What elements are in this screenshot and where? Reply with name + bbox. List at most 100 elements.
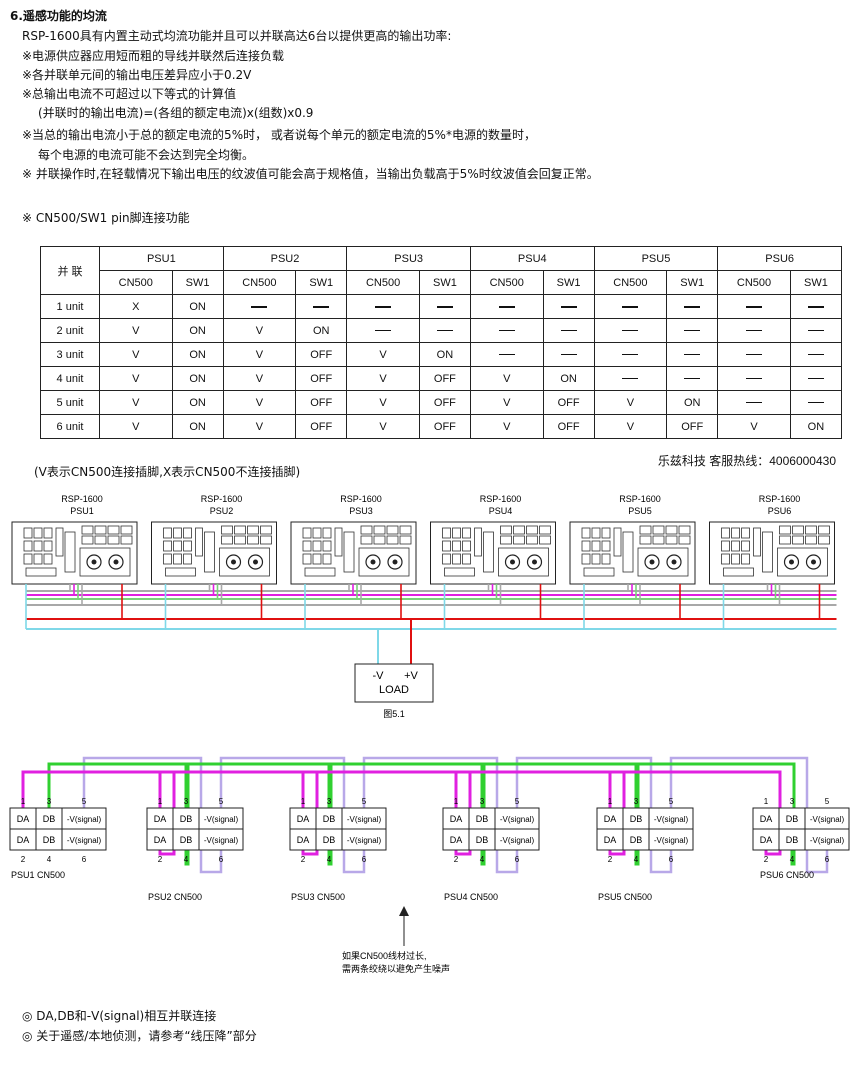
pin-cell: V	[346, 390, 420, 415]
pin-number: 6	[515, 855, 520, 864]
pin-label: -V(signal)	[500, 815, 535, 824]
unit-count-cell: 4 unit	[40, 366, 100, 391]
terminal-pin	[260, 525, 272, 535]
not-used-cell	[789, 294, 843, 319]
terminal-pin	[500, 535, 512, 545]
pin-label: DA	[297, 835, 310, 845]
load-minus-label: -V	[373, 670, 385, 682]
not-used-cell	[717, 366, 791, 391]
terminal-pin	[792, 535, 804, 545]
connector-pin	[183, 527, 192, 539]
signal-connector	[723, 567, 754, 577]
connector-pin	[163, 527, 172, 539]
output-terminal	[225, 554, 242, 570]
psu-back-panel	[709, 521, 835, 585]
psu-model: RSP-1600	[61, 494, 103, 504]
pin-label: DB	[43, 835, 56, 845]
unit-count-cell: 1 unit	[40, 294, 100, 319]
not-used-cell	[593, 342, 668, 367]
pin-label: -V(signal)	[204, 836, 239, 845]
pin-cell: V	[346, 414, 420, 439]
terminal-pin	[779, 525, 791, 535]
output-terminal-block	[219, 547, 270, 577]
terminal-pin	[805, 535, 817, 545]
connector-pin	[163, 553, 172, 565]
not-used-cell	[418, 318, 471, 343]
sub-header: SW1	[295, 270, 348, 295]
pin-number: 4	[480, 855, 485, 864]
dash-mark	[560, 305, 577, 308]
pin-cell	[61, 828, 107, 851]
connector-pin	[452, 553, 461, 565]
connector-pin	[302, 540, 312, 552]
terminal-pin	[373, 525, 386, 535]
psu-name: PSU1	[70, 506, 94, 516]
psu-name: PSU4	[489, 506, 513, 516]
dash-mark	[622, 354, 639, 356]
pin-cell: V	[99, 318, 173, 343]
pin-label: DB	[43, 814, 56, 824]
signal-connector	[444, 567, 475, 577]
pin-number: 2	[608, 855, 613, 864]
dash-mark	[622, 305, 639, 308]
pin-label: -V(signal)	[500, 836, 535, 845]
output-terminal	[526, 554, 543, 570]
connector-pin	[581, 540, 591, 552]
connector-pin	[33, 553, 43, 565]
dash-mark	[498, 354, 515, 356]
pin-label: DA	[297, 814, 310, 824]
pin-cell: V	[222, 318, 297, 343]
connector-pin	[33, 540, 43, 552]
pin-cell: ON	[666, 390, 719, 415]
pin-label: DB	[630, 835, 643, 845]
connector-pin	[23, 527, 33, 539]
pin-cell: V	[346, 366, 420, 391]
psu-header: PSU1	[99, 246, 224, 271]
connector-pin	[452, 527, 461, 539]
not-used-cell	[717, 318, 791, 343]
pin-label: DB	[630, 814, 643, 824]
dash-mark	[436, 330, 453, 332]
connector-pin	[452, 540, 461, 552]
pin-label: DA	[154, 814, 167, 824]
dash-mark	[622, 378, 639, 380]
connector-pin	[741, 527, 750, 539]
switch-slot	[613, 527, 622, 557]
pin-label: DA	[760, 835, 773, 845]
pin-number: 3	[184, 797, 189, 806]
output-terminal	[387, 554, 403, 570]
psu-model: RSP-1600	[480, 494, 522, 504]
pin-cell: V	[469, 414, 544, 439]
psu-model: RSP-1600	[619, 494, 661, 504]
terminal-pin	[260, 535, 272, 545]
output-terminal-block	[358, 547, 410, 577]
terminal-pin	[399, 535, 412, 545]
cn500-connector	[64, 531, 76, 573]
pin-label: DB	[786, 814, 799, 824]
pin-label: DB	[180, 835, 193, 845]
cn500-label: PSU3 CN500	[291, 892, 345, 902]
cn500-connector	[762, 531, 773, 573]
psu-back-panel	[11, 521, 138, 585]
psu-header: PSU3	[346, 246, 471, 271]
cn500-label: PSU6 CN500	[760, 870, 814, 880]
connector-pin	[462, 553, 471, 565]
terminal-screw	[113, 559, 119, 565]
terminal-pin	[247, 525, 259, 535]
pin-cell: V	[346, 342, 420, 367]
pin-number: 4	[47, 855, 52, 864]
pin-cell: OFF	[418, 414, 471, 439]
not-used-cell	[222, 294, 297, 319]
connector-pin	[302, 553, 312, 565]
switch-slot	[334, 527, 343, 557]
load-plus-label: +V	[404, 670, 418, 682]
not-used-cell	[295, 294, 348, 319]
pin-number: 3	[327, 797, 332, 806]
pin-cell: V	[717, 414, 791, 439]
note-line: ※各并联单元间的输出电压差异应小于0.2V	[22, 68, 252, 82]
